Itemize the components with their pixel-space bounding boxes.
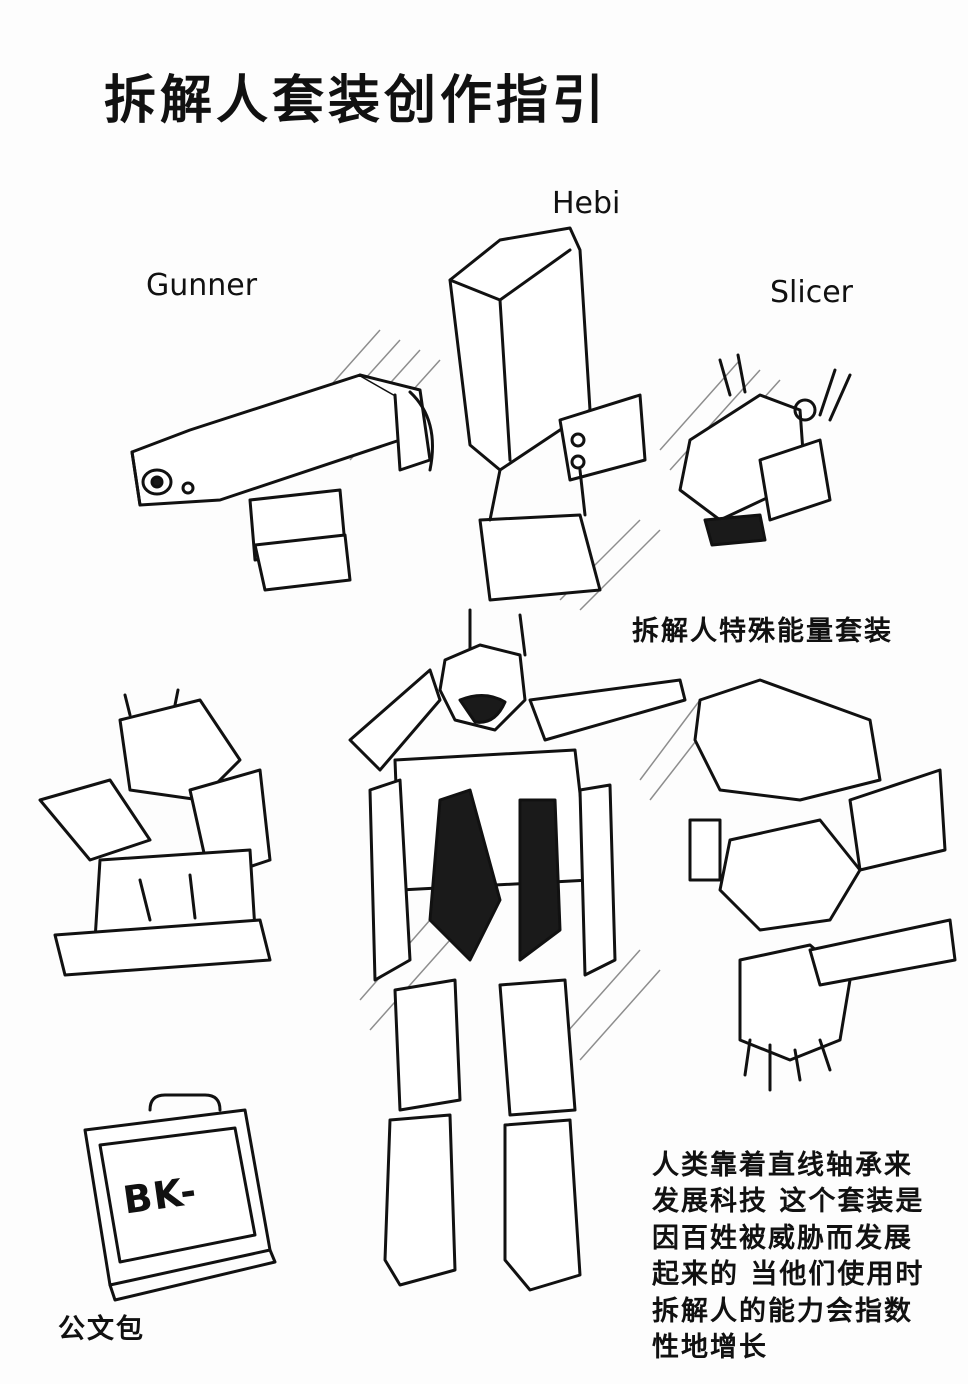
central-suit-figure [348,608,687,1292]
label-gunner: Gunner [146,268,258,303]
briefcase-badge: BK- [120,1168,200,1223]
label-slicer: Slicer [770,275,853,310]
hand-details-drawing [688,678,957,1092]
slicer-arm-drawing [678,353,852,547]
description-line: 性地增长 [652,1332,768,1364]
page-title: 拆解人套装创作指引 [104,71,609,131]
background-hatching [299,329,781,1061]
gunner-arm-drawing [130,373,434,592]
folded-suit-drawing [38,688,272,977]
hebi-arm-drawing [448,226,647,602]
description-line: 人类靠着直线轴承来 [652,1150,913,1181]
description-line: 起来的 当他们使用时 [652,1259,925,1291]
description-line: 因百姓被威胁而发展 [652,1222,913,1254]
briefcase-drawing [83,1093,277,1302]
description-block: 人类靠着直线轴承来 发展科技 这个套装是 因百姓被威胁而发展 起来的 当他们使用… [652,1148,962,1367]
description-line: 拆解人的能力会指数 [652,1295,913,1327]
special-suit-caption: 拆解人特殊能量套装 [632,616,893,647]
label-hebi: Hebi [552,186,621,221]
briefcase-caption: 公文包 [58,1314,145,1345]
description-line: 发展科技 这个套装是 [652,1186,925,1218]
